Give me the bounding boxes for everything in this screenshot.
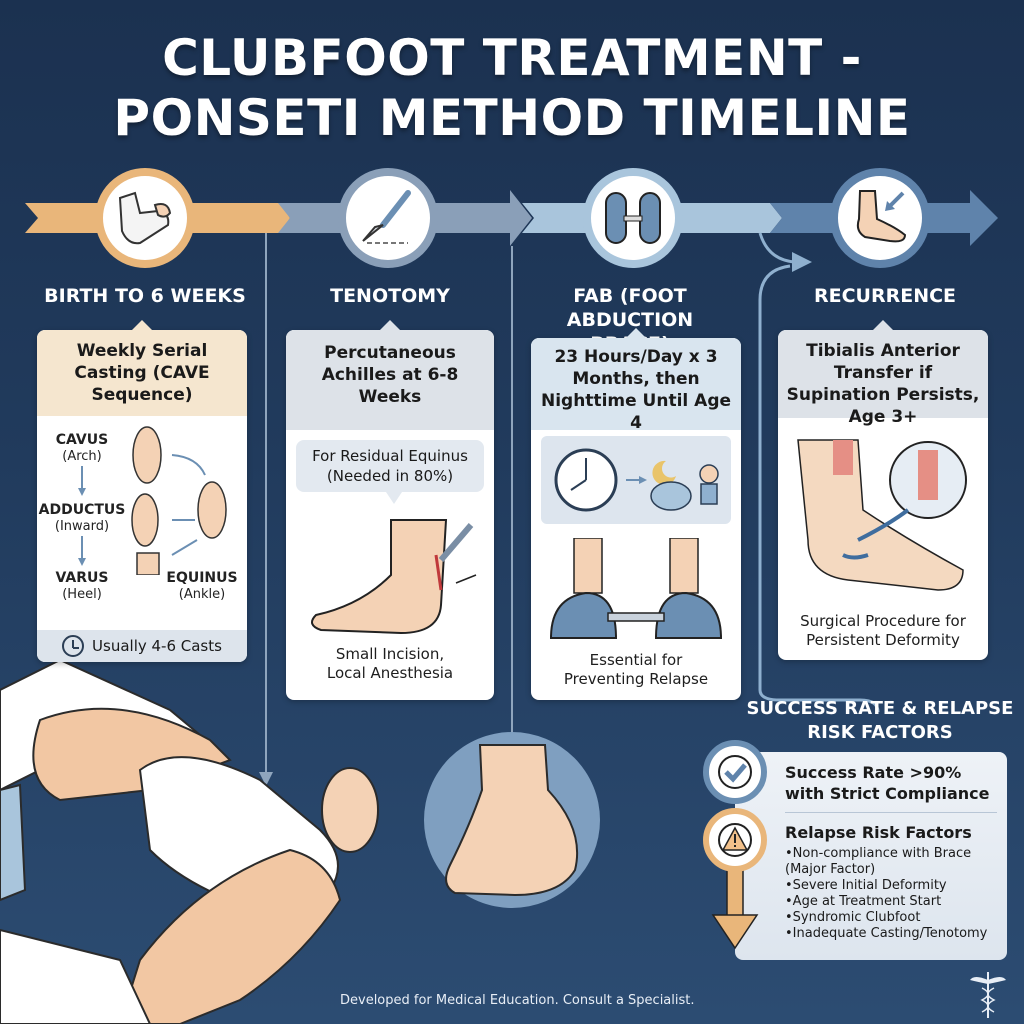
cast-count: Usually 4-6 Casts xyxy=(92,637,222,655)
cave-adductus: ADDUCTUS(Inward) xyxy=(38,502,126,534)
risk-factor: Severe Initial Deformity xyxy=(785,878,997,894)
casted-foot-icon xyxy=(95,168,195,268)
recurrence-card-heading: Tibialis Anterior Transfer if Supination… xyxy=(778,330,988,427)
casting-card-heading: Weekly Serial Casting (CAVE Sequence) xyxy=(37,330,247,416)
risk-heading: Relapse Risk Factors xyxy=(785,823,972,842)
scalpel-icon xyxy=(338,168,438,268)
fab-card-heading: 23 Hours/Day x 3 Months, then Nighttime … xyxy=(531,338,741,433)
stage-title-tenotomy: TENOTOMY xyxy=(330,285,450,307)
equinus-bubble: For Residual Equinus (Needed in 80%) xyxy=(296,440,484,504)
stage-title-birth: BIRTH TO 6 WEEKS xyxy=(44,285,246,307)
schedule-illustration xyxy=(541,436,731,524)
casting-card: Weekly Serial Casting (CAVE Sequence) CA… xyxy=(37,320,247,662)
cave-cavus: CAVUS(Arch) xyxy=(55,432,109,464)
risk-factor: Age at Treatment Start xyxy=(785,894,997,910)
tenotomy-card-heading: Percutaneous Achilles at 6-8 Weeks xyxy=(286,330,494,430)
outcomes-box: Success Rate >90% with Strict Compliance… xyxy=(735,752,1007,960)
tenotomy-caption: Small Incision, Local Anesthesia xyxy=(326,645,454,682)
fab-caption: Essential for Preventing Relapse xyxy=(563,651,709,688)
tendon-transfer-illustration xyxy=(797,439,967,591)
risk-factor-list: Non-compliance with Brace (Major Factor)… xyxy=(785,846,997,942)
page-title: CLUBFOOT TREATMENT - PONSETI METHOD TIME… xyxy=(0,28,1024,148)
title-line-1: CLUBFOOT TREATMENT - xyxy=(162,29,862,87)
cave-feet-illustration xyxy=(131,426,227,575)
fab-card: 23 Hours/Day x 3 Months, then Nighttime … xyxy=(531,328,741,700)
success-rate: Success Rate >90% with Strict Compliance xyxy=(785,762,997,813)
brace-shoes-icon xyxy=(583,168,683,268)
cave-varus: VARUS(Heel) xyxy=(55,570,109,602)
foot-arrow-icon xyxy=(830,168,930,268)
check-icon xyxy=(703,740,767,804)
risk-factor: Syndromic Clubfoot xyxy=(785,910,997,926)
title-line-2: PONSETI METHOD TIMELINE xyxy=(113,89,911,147)
caduceus-icon xyxy=(970,972,1006,1018)
risk-factor: Non-compliance with Brace (Major Factor) xyxy=(785,846,997,878)
recurrence-caption: Surgical Procedure for Persistent Deform… xyxy=(800,612,966,649)
recurrence-card: Tibialis Anterior Transfer if Supination… xyxy=(778,320,988,660)
achilles-incision-illustration xyxy=(311,519,477,635)
brace-legs-illustration xyxy=(549,538,723,639)
stage-title-recurrence: RECURRENCE xyxy=(813,285,957,307)
outcomes-title: SUCCESS RATE & RELAPSE RISK FACTORS xyxy=(746,698,1014,743)
casting-card-footer: Usually 4-6 Casts xyxy=(37,630,247,662)
tenotomy-card: Percutaneous Achilles at 6-8 Weeks For R… xyxy=(286,320,494,700)
warning-icon xyxy=(703,808,767,872)
cave-equinus: EQUINUS(Ankle) xyxy=(166,570,238,602)
cave-down-arrows xyxy=(78,466,86,566)
warning-down-arrow xyxy=(711,859,759,950)
clock-icon xyxy=(62,635,85,657)
footer-note: Developed for Medical Education. Consult… xyxy=(340,993,695,1008)
risk-factor: Inadequate Casting/Tenotomy xyxy=(785,926,997,942)
